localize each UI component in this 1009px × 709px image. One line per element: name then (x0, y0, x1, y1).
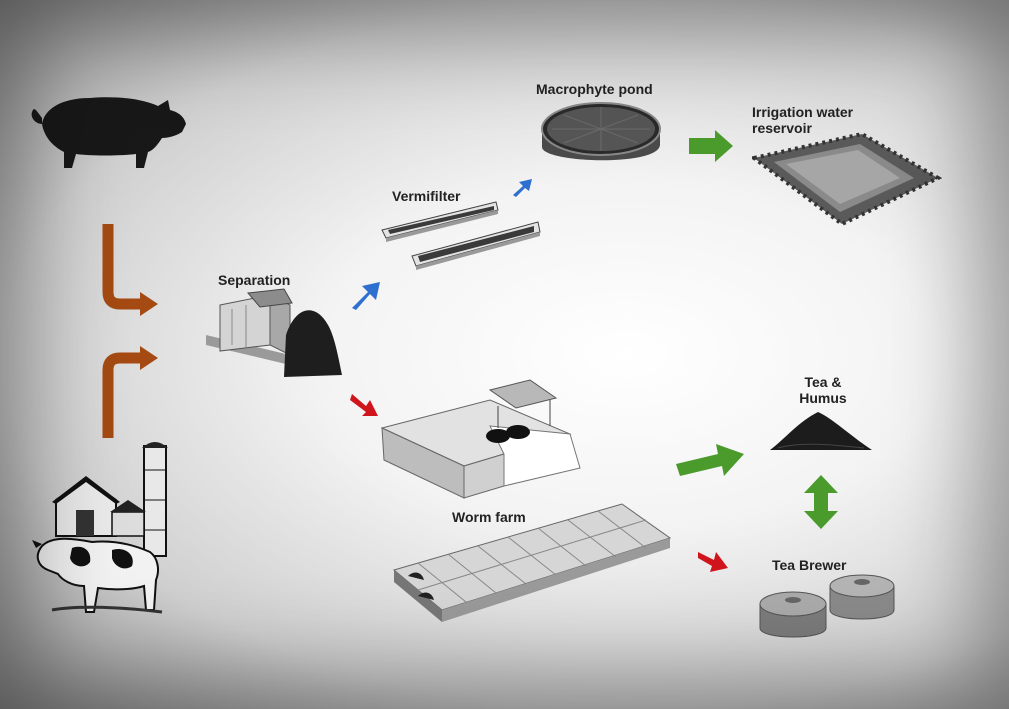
separator-machine-icon (200, 285, 350, 385)
worm-farm-buildings-icon (380, 376, 590, 506)
liquid-arrow-to-vermifilter (348, 280, 384, 312)
irrigation-label-line2: reservoir (752, 120, 812, 136)
tea-humus-label-line1: Tea & (804, 374, 842, 390)
macrophyte-pond-icon (538, 95, 664, 173)
pig-icon (30, 88, 190, 170)
worm-farm-label: Worm farm (452, 509, 526, 525)
solid-arrow-to-tea-brewer (696, 544, 730, 576)
vermifilter-beds-icon (378, 196, 548, 286)
input-arrow-top (98, 222, 162, 322)
tea-brewer-label: Tea Brewer (772, 557, 847, 573)
worm-farm-greenhouse-icon (388, 496, 678, 636)
irrigation-label-line1: Irrigation water (752, 104, 854, 120)
tea-brewer-tanks-icon (752, 568, 902, 644)
farm-barn-cow-icon (32, 440, 182, 620)
output-arrow-to-humus (674, 440, 746, 480)
humus-pile-icon (768, 408, 874, 454)
exchange-double-arrow (802, 473, 840, 531)
input-arrow-bottom (98, 342, 162, 442)
output-arrow-to-reservoir (687, 128, 735, 164)
solid-arrow-to-worm-farm (348, 388, 382, 420)
vermifilter-label: Vermifilter (392, 188, 461, 204)
macrophyte-pond-label: Macrophyte pond (536, 81, 653, 97)
tea-humus-label-line2: Humus (799, 390, 847, 406)
liquid-arrow-to-pond (511, 177, 535, 199)
irrigation-reservoir-label: Irrigation water reservoir (752, 104, 853, 136)
irrigation-reservoir-icon (752, 128, 942, 228)
tea-humus-label: Tea & Humus (790, 374, 856, 406)
separation-label: Separation (218, 272, 291, 288)
